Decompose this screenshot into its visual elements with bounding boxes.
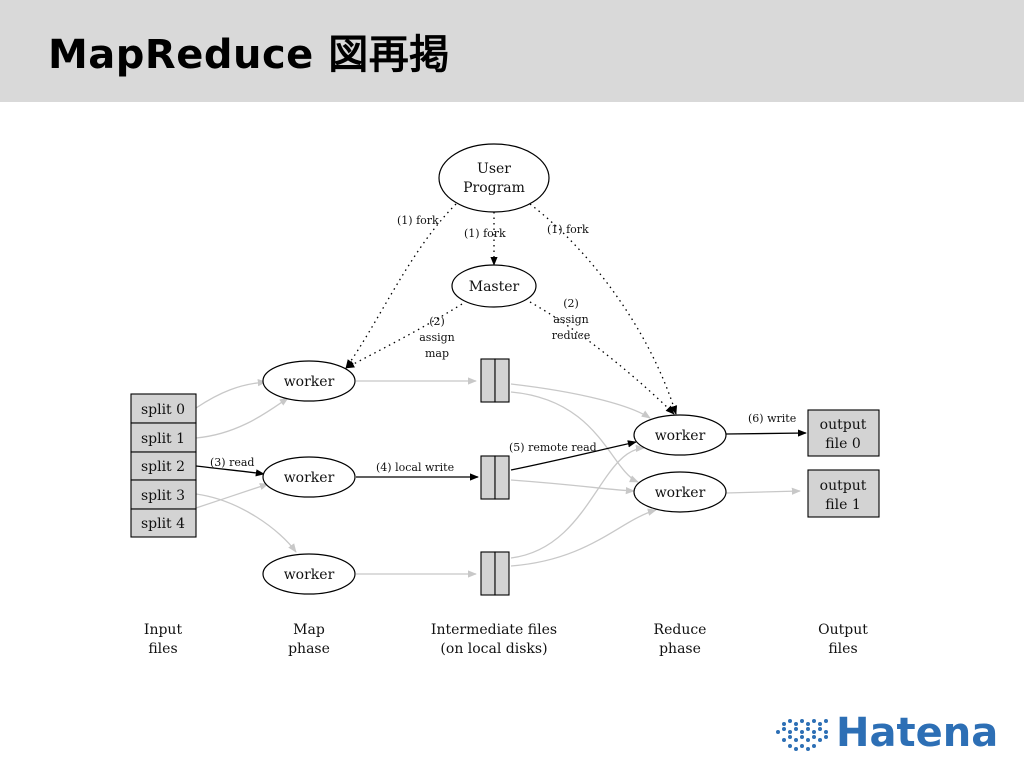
edge-file2-reducer2 xyxy=(510,479,635,495)
label-read: (3) read xyxy=(210,456,254,469)
node-map-worker-3: worker xyxy=(262,553,356,595)
caption-output-2: files xyxy=(828,641,857,657)
gray-edges xyxy=(195,377,801,578)
map-worker-3-label: worker xyxy=(284,567,335,583)
edge-file2-reducer1 xyxy=(510,440,637,471)
output-file-1-line1: output xyxy=(820,478,867,494)
edge-file3-reducer2 xyxy=(510,508,657,567)
caption-map-2: phase xyxy=(288,641,330,657)
label-assign-map-num: (2) xyxy=(429,315,445,328)
node-master: Master xyxy=(451,264,537,308)
node-user-program: User Program xyxy=(438,143,550,213)
edge-split0-worker1 xyxy=(195,379,267,409)
edge-fork-reducer1 xyxy=(529,203,678,415)
label-write: (6) write xyxy=(748,412,796,425)
caption-reduce-1: Reduce xyxy=(654,622,707,638)
label-fork-center: (1) fork xyxy=(464,227,506,240)
split-1: split 1 xyxy=(141,431,185,447)
edge-split4-worker2 xyxy=(195,483,269,509)
edge-split3-worker3 xyxy=(195,493,297,553)
edge-reducer1-output0 xyxy=(725,429,807,437)
black-edges xyxy=(195,429,807,481)
split-3: split 3 xyxy=(141,488,185,504)
caption-intermediate-1: Intermediate files xyxy=(431,622,557,638)
caption-map-1: Map xyxy=(293,622,325,638)
caption-reduce-2: phase xyxy=(659,641,701,657)
split-0: split 0 xyxy=(141,402,185,418)
node-map-worker-1: worker xyxy=(262,360,356,402)
intermediate-file-2 xyxy=(480,455,510,500)
label-assign-reduce-word: assign xyxy=(553,313,589,326)
caption-input-1: Input xyxy=(144,622,183,638)
edge-assign-reduce xyxy=(529,301,675,415)
split-2: split 2 xyxy=(141,459,185,475)
slide-title: MapReduce 図再掲 xyxy=(48,32,450,78)
map-worker-2-label: worker xyxy=(284,470,335,486)
reduce-worker-2-label: worker xyxy=(655,485,706,501)
edge-labels: (1) fork (1) fork (1) fork (2) assign ma… xyxy=(210,214,796,474)
output-file-1-line2: file 1 xyxy=(825,497,860,513)
edge-file1-reducer2 xyxy=(510,391,639,483)
reduce-worker-1-label: worker xyxy=(655,428,706,444)
label-fork-right: (1) fork xyxy=(547,223,589,236)
edge-file1-reducer1 xyxy=(510,383,651,419)
user-program-line1: User xyxy=(477,161,511,177)
node-reduce-worker-2: worker xyxy=(633,471,727,513)
node-map-worker-2: worker xyxy=(262,456,356,498)
hatena-logo-text: Hatena xyxy=(836,710,999,756)
output-file-1: output file 1 xyxy=(807,469,880,518)
label-assign-map-target: map xyxy=(425,347,449,360)
hatena-logo-icon xyxy=(776,719,828,751)
label-local-write: (4) local write xyxy=(376,461,454,474)
edge-split2-worker2 xyxy=(195,465,265,477)
label-fork-left: (1) fork xyxy=(397,214,439,227)
output-file-0-line2: file 0 xyxy=(825,436,860,452)
caption-output-1: Output xyxy=(818,622,868,638)
title-bar xyxy=(0,0,1024,102)
user-program-line2: Program xyxy=(463,180,525,196)
edge-split1-worker1 xyxy=(195,397,289,439)
output-file-0-line1: output xyxy=(820,417,867,433)
label-assign-reduce-num: (2) xyxy=(563,297,579,310)
label-remote-read: (5) remote read xyxy=(509,441,597,454)
intermediate-file-3 xyxy=(480,551,510,596)
caption-intermediate-2: (on local disks) xyxy=(440,641,547,657)
dotted-edges xyxy=(345,203,678,415)
label-assign-reduce-target: reduce xyxy=(552,329,591,342)
label-assign-map-word: assign xyxy=(419,331,455,344)
split-4: split 4 xyxy=(141,516,185,532)
master-label: Master xyxy=(469,279,520,295)
map-worker-1-label: worker xyxy=(284,374,335,390)
intermediate-file-1 xyxy=(480,358,510,403)
output-file-0: output file 0 xyxy=(807,409,880,457)
input-splits: split 0 split 1 split 2 split 3 split 4 xyxy=(130,393,197,538)
edge-file3-reducer1 xyxy=(510,444,645,559)
edge-reducer2-output1 xyxy=(725,487,801,495)
node-reduce-worker-1: worker xyxy=(633,414,727,456)
caption-input-2: files xyxy=(148,641,177,657)
phase-captions: Input files Map phase Intermediate files… xyxy=(144,622,868,657)
